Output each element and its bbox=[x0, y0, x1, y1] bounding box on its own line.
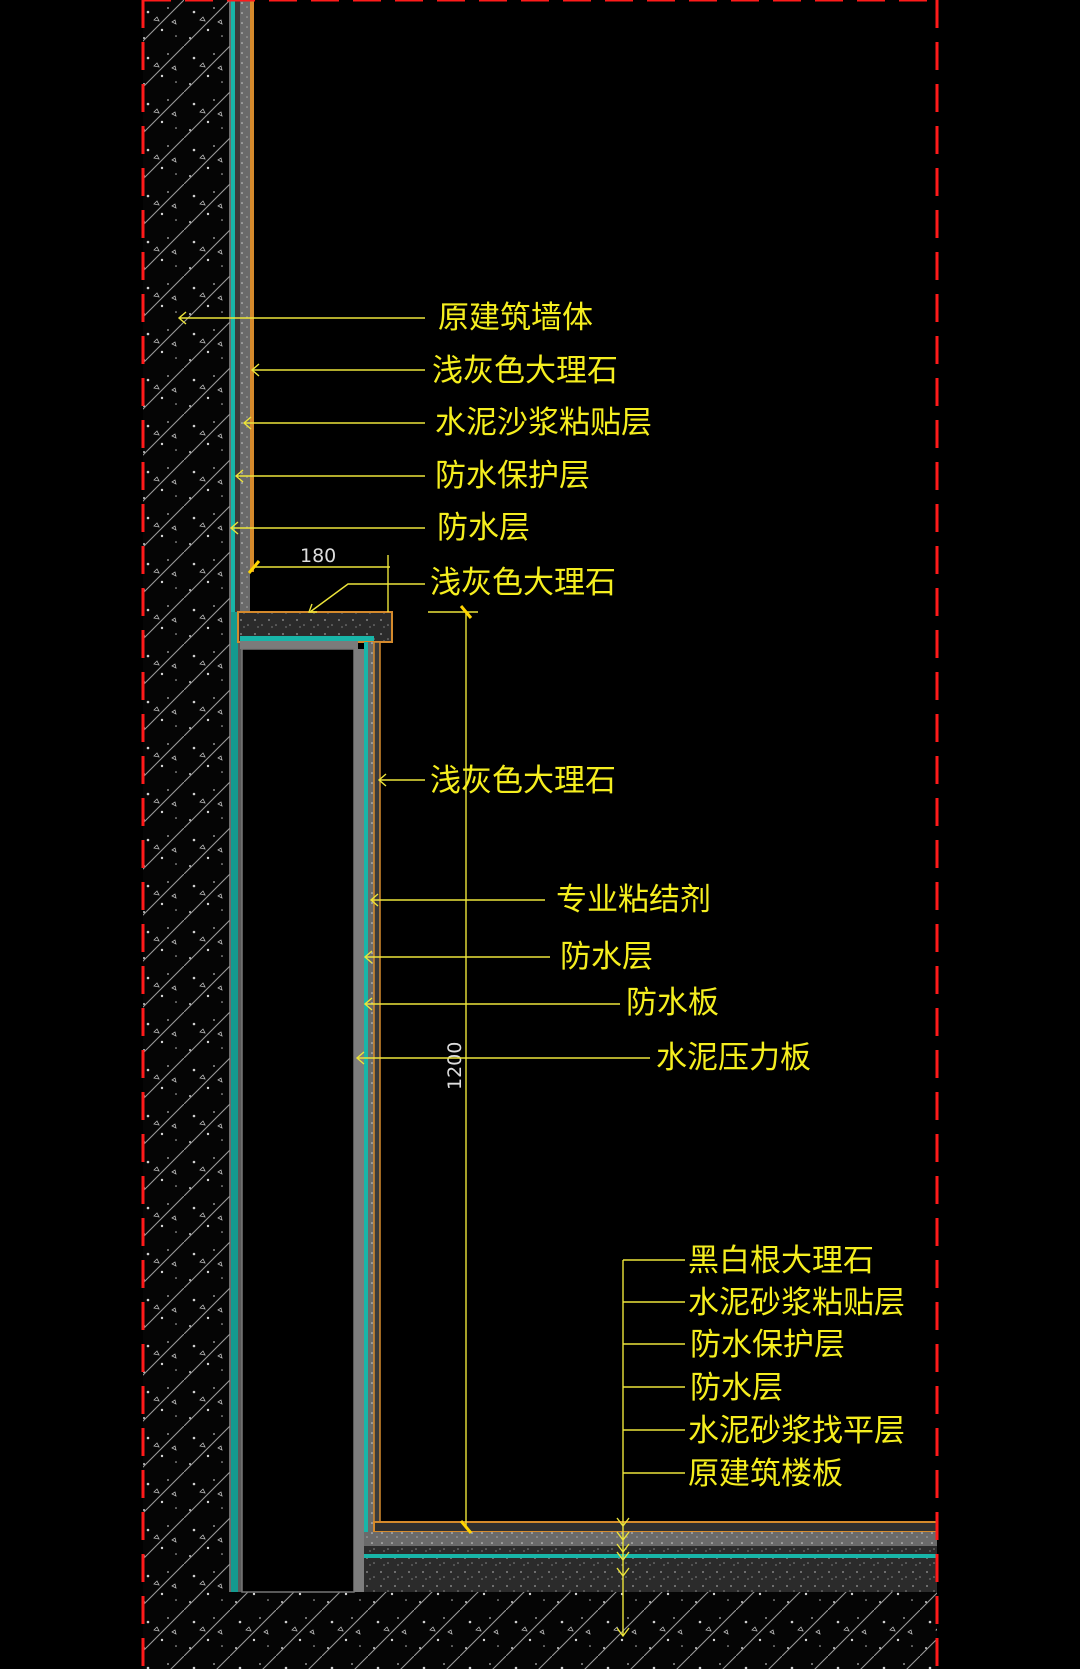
ledge-labels: 浅灰色大理石 浅灰色大理石 专业粘结剂 防水层 防水板 水泥压力板 bbox=[430, 565, 811, 1076]
label-cement-leveling-layer: 水泥砂浆找平层 bbox=[688, 1413, 905, 1449]
label-waterproof-board: 防水板 bbox=[626, 985, 719, 1021]
wall-labels: 原建筑墙体 浅灰色大理石 水泥沙浆粘贴层 防水保护层 防水层 bbox=[432, 300, 652, 546]
label-adhesive: 专业粘结剂 bbox=[556, 882, 711, 918]
cement-mortar-adhesive bbox=[364, 1532, 937, 1546]
dimensions: 180 1200 bbox=[247, 545, 478, 1534]
floor-labels: 黑白根大理石 水泥砂浆粘贴层 防水保护层 防水层 水泥砂浆找平层 原建筑楼板 bbox=[688, 1243, 905, 1492]
label-cement-sand-adhesive: 水泥沙浆粘贴层 bbox=[435, 405, 652, 441]
label-floor-waterproof-layer: 防水层 bbox=[690, 1370, 783, 1406]
wall-finish-layers bbox=[231, 0, 254, 1592]
original-floor-slab bbox=[143, 1592, 937, 1669]
label-cement-mortar-adhesive: 水泥砂浆粘贴层 bbox=[688, 1285, 905, 1321]
cement-pressure-board bbox=[354, 649, 364, 1592]
ledge-front-marble bbox=[373, 641, 381, 1523]
original-wall bbox=[143, 0, 230, 1669]
cement-leveling-layer bbox=[364, 1558, 937, 1592]
label-waterproof-layer: 防水层 bbox=[437, 510, 530, 546]
label-original-wall: 原建筑墙体 bbox=[438, 300, 593, 336]
black-white-marble bbox=[373, 1521, 938, 1533]
floor-finish-layers bbox=[364, 1521, 938, 1592]
frame bbox=[141, 0, 939, 1669]
waterproof-board bbox=[364, 642, 368, 1592]
ledge-width-dimension: 180 bbox=[300, 545, 336, 567]
floor-waterproof-layer bbox=[364, 1554, 937, 1558]
label-original-floor-slab: 原建筑楼板 bbox=[688, 1456, 843, 1492]
label-ledge-waterproof-layer: 防水层 bbox=[560, 939, 653, 975]
adhesive-layer bbox=[368, 642, 374, 1592]
label-ledge-top-marble: 浅灰色大理石 bbox=[430, 565, 616, 601]
ledge-core bbox=[241, 648, 355, 1593]
ledge-height-dimension: 1200 bbox=[444, 1042, 466, 1090]
leaders bbox=[177, 311, 685, 1638]
label-ledge-front-marble: 浅灰色大理石 bbox=[430, 763, 616, 799]
label-light-gray-marble: 浅灰色大理石 bbox=[432, 353, 618, 389]
ledge bbox=[237, 611, 393, 1593]
label-cement-pressure-board: 水泥压力板 bbox=[656, 1040, 811, 1076]
label-floor-waterproof-protection: 防水保护层 bbox=[690, 1327, 845, 1363]
label-black-white-marble: 黑白根大理石 bbox=[688, 1243, 874, 1279]
building-structure bbox=[143, 0, 937, 1669]
waterproof-protection bbox=[364, 1546, 937, 1554]
label-waterproof-protection: 防水保护层 bbox=[435, 458, 590, 494]
